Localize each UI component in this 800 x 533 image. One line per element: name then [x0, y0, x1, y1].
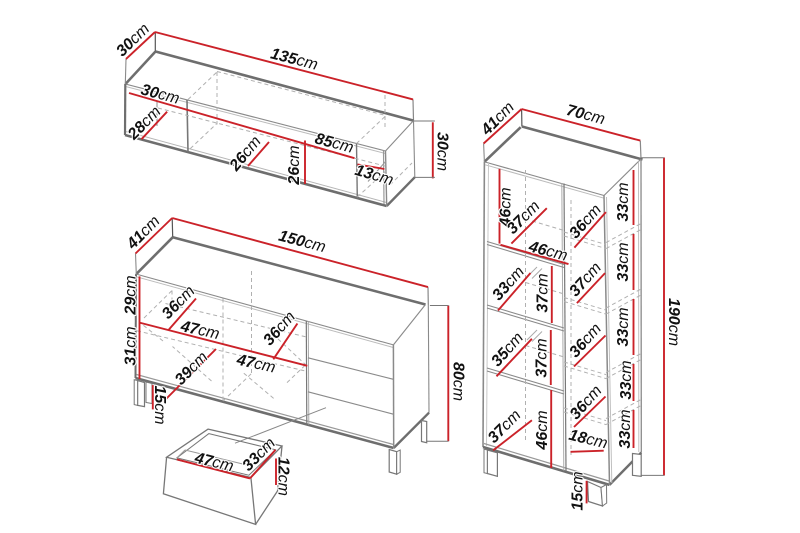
- svg-text:37cm: 37cm: [534, 338, 551, 377]
- svg-text:12cm: 12cm: [274, 457, 291, 496]
- svg-text:190cm: 190cm: [665, 298, 682, 346]
- svg-text:30cm: 30cm: [433, 132, 450, 171]
- svg-text:15cm: 15cm: [151, 385, 168, 424]
- svg-text:46cm: 46cm: [498, 187, 515, 227]
- svg-text:33cm: 33cm: [618, 360, 635, 399]
- svg-text:135cm: 135cm: [269, 45, 320, 74]
- svg-text:26cm: 26cm: [286, 145, 303, 185]
- svg-text:37cm: 37cm: [535, 273, 552, 312]
- svg-text:31cm: 31cm: [123, 326, 140, 365]
- svg-text:80cm: 80cm: [449, 362, 466, 401]
- svg-text:15cm: 15cm: [570, 471, 587, 510]
- svg-text:33cm: 33cm: [617, 409, 634, 448]
- svg-text:33cm: 33cm: [615, 182, 632, 221]
- svg-text:29cm: 29cm: [123, 275, 140, 315]
- svg-text:33cm: 33cm: [615, 307, 632, 346]
- svg-text:33cm: 33cm: [615, 242, 632, 281]
- svg-text:46cm: 46cm: [534, 410, 551, 450]
